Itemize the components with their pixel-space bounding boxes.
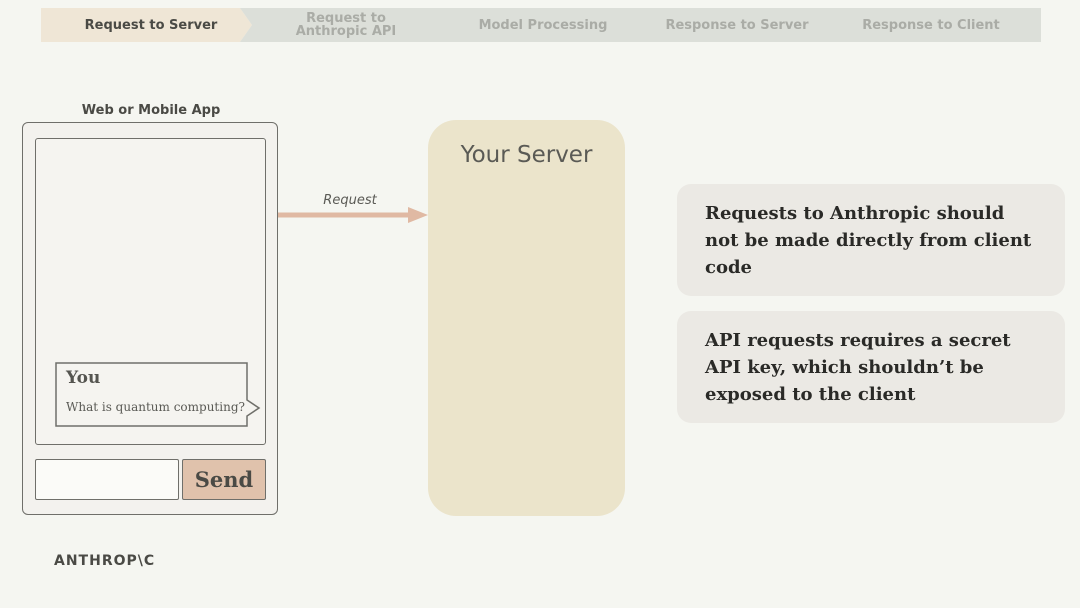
step-response-to-server: Response to Server xyxy=(665,17,809,33)
server-title: Your Server xyxy=(460,142,593,168)
message-text: What is quantum computing? xyxy=(66,400,245,414)
step-model-processing: Model Processing xyxy=(478,17,608,33)
step-request-to-server: Request to Server xyxy=(84,17,218,33)
note-secret-key-text: API requests requires a secret API key, … xyxy=(705,329,1011,405)
step-response-to-client: Response to Client xyxy=(862,17,1000,33)
request-arrow xyxy=(278,207,428,223)
step-request-to-anthropic-api: Request to Anthropic API xyxy=(295,11,397,39)
server-box xyxy=(428,120,625,516)
step-shape-2 xyxy=(240,8,1041,42)
message-sender: You xyxy=(66,368,101,388)
progress-steps: Request to Server Request to Anthropic A… xyxy=(41,8,1041,42)
note-client-code: Requests to Anthropic should not be made… xyxy=(677,184,1065,296)
note-secret-key: API requests requires a secret API key, … xyxy=(677,311,1065,423)
send-button[interactable]: Send xyxy=(182,459,266,500)
app-title: Web or Mobile App xyxy=(81,103,221,118)
message-bubble xyxy=(55,362,261,427)
progress-steps-shapes xyxy=(41,8,1041,42)
step-shape-end xyxy=(1029,8,1041,42)
anthropic-logo: ANTHROP\C xyxy=(54,553,156,569)
step-shape-1 xyxy=(41,8,252,42)
message-input[interactable] xyxy=(35,459,179,500)
note-client-code-text: Requests to Anthropic should not be made… xyxy=(705,202,1032,278)
request-arrow-label: Request xyxy=(323,193,377,208)
